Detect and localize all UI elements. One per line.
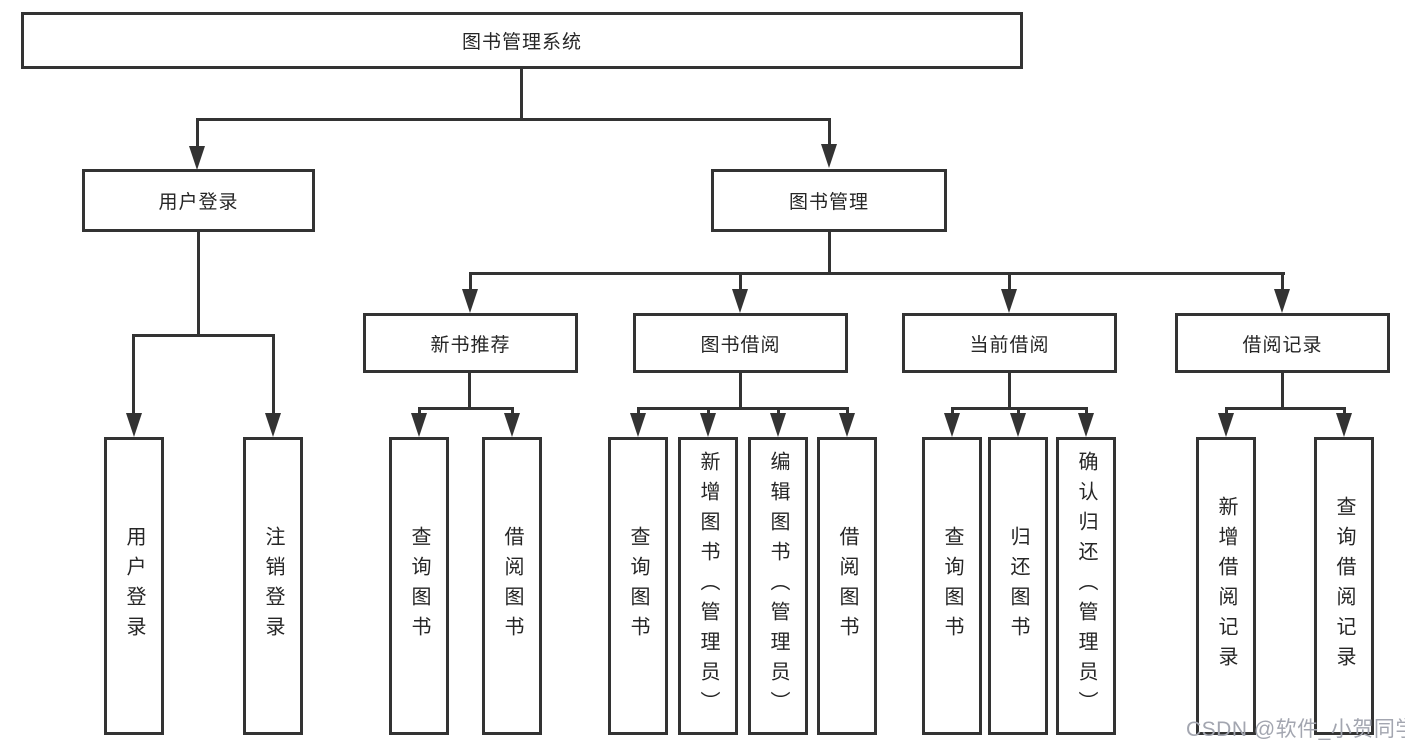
- arrowhead-down-icon: [411, 413, 427, 437]
- arrowhead-down-icon: [732, 289, 748, 313]
- connector-book-borrow-stem: [739, 373, 742, 410]
- arrowhead-down-icon: [944, 413, 960, 437]
- connector-shaft: [1281, 272, 1284, 294]
- leaf-user-login: 用户登录: [104, 437, 164, 735]
- node-user-login: 用户登录: [82, 169, 315, 232]
- leaf-query-books-newbook: 查询图书: [389, 437, 449, 735]
- connector-book-mgmt-bar: [469, 272, 1285, 275]
- arrowhead-down-icon: [1001, 289, 1017, 313]
- leaf-label: 借阅图书: [501, 526, 523, 646]
- arrowhead-down-icon: [504, 413, 520, 437]
- leaf-label: 查询借阅记录: [1333, 496, 1355, 676]
- connector-book-borrow-bar: [637, 407, 849, 410]
- leaf-add-book-admin: 新增图书（管理员）: [678, 437, 738, 735]
- connector-book-mgmt-stem: [828, 232, 831, 275]
- leaf-borrow-books-newbook: 借阅图书: [482, 437, 542, 735]
- arrowhead-down-icon: [630, 413, 646, 437]
- leaf-label: 查询图书: [941, 526, 963, 646]
- leaf-return-books: 归还图书: [988, 437, 1048, 735]
- connector-user-login-bar: [132, 334, 274, 337]
- connector-new-book-bar: [418, 407, 514, 410]
- leaf-query-borrow-record: 查询借阅记录: [1314, 437, 1374, 735]
- node-current-borrowing: 当前借阅: [902, 313, 1117, 373]
- node-label: 用户登录: [158, 192, 239, 213]
- arrowhead-down-icon: [1010, 413, 1026, 437]
- arrowhead-down-icon: [1218, 413, 1234, 437]
- leaf-label: 编辑图书（管理员）: [767, 451, 789, 721]
- connector-borrow-records-bar: [1225, 407, 1346, 410]
- connector-borrow-records-stem: [1281, 373, 1284, 410]
- leaf-logout: 注销登录: [243, 437, 303, 735]
- node-borrowing-records: 借阅记录: [1175, 313, 1390, 373]
- node-book-borrowing: 图书借阅: [633, 313, 848, 373]
- connector-shaft: [1008, 272, 1011, 294]
- node-label: 图书借阅: [700, 334, 781, 356]
- connector-shaft: [469, 272, 472, 294]
- arrowhead-down-icon: [265, 413, 281, 437]
- node-library-system: 图书管理系统: [21, 12, 1023, 69]
- arrowhead-down-icon: [1078, 413, 1094, 437]
- connector-shaft: [196, 118, 199, 148]
- leaf-label: 确认归还（管理员）: [1075, 451, 1097, 721]
- node-label: 图书管理: [788, 192, 869, 213]
- leaf-query-books-borrow: 查询图书: [608, 437, 668, 735]
- leaf-label: 查询图书: [627, 526, 649, 646]
- leaf-label: 注销登录: [262, 526, 284, 646]
- leaf-label: 新增图书（管理员）: [697, 451, 719, 721]
- connector-root-bar: [196, 118, 830, 121]
- node-label: 新书推荐: [430, 334, 511, 356]
- arrowhead-down-icon: [700, 413, 716, 437]
- arrowhead-down-icon: [126, 413, 142, 437]
- leaf-borrow-books-borrow: 借阅图书: [817, 437, 877, 735]
- connector-shaft: [739, 272, 742, 294]
- leaf-label: 用户登录: [123, 526, 145, 646]
- node-label: 借阅记录: [1242, 334, 1323, 356]
- arrowhead-down-icon: [462, 289, 478, 313]
- leaf-query-books-current: 查询图书: [922, 437, 982, 735]
- csdn-watermark: CSDN @软件_小贺同学: [1186, 718, 1405, 741]
- node-new-book-recommend: 新书推荐: [363, 313, 578, 373]
- connector-root-stem: [520, 69, 523, 120]
- arrowhead-down-icon: [821, 144, 837, 168]
- connector-user-login-stem: [197, 232, 200, 337]
- leaf-edit-book-admin: 编辑图书（管理员）: [748, 437, 808, 735]
- arrowhead-down-icon: [1336, 413, 1352, 437]
- connector-shaft: [272, 334, 275, 416]
- arrowhead-down-icon: [189, 146, 205, 170]
- connector-shaft: [132, 334, 135, 416]
- leaf-label: 新增借阅记录: [1215, 496, 1237, 676]
- leaf-confirm-return-admin: 确认归还（管理员）: [1056, 437, 1116, 735]
- leaf-label: 归还图书: [1007, 526, 1029, 646]
- leaf-label: 查询图书: [408, 526, 430, 646]
- connector-current-borrow-stem: [1008, 373, 1011, 410]
- arrowhead-down-icon: [1274, 289, 1290, 313]
- leaf-label: 借阅图书: [836, 526, 858, 646]
- node-book-management: 图书管理: [711, 169, 947, 232]
- connector-new-book-stem: [468, 373, 471, 410]
- connector-shaft: [828, 118, 831, 146]
- leaf-add-borrow-record: 新增借阅记录: [1196, 437, 1256, 735]
- node-label: 当前借阅: [969, 334, 1050, 356]
- node-label: 图书管理系统: [461, 32, 582, 53]
- arrowhead-down-icon: [770, 413, 786, 437]
- arrowhead-down-icon: [839, 413, 855, 437]
